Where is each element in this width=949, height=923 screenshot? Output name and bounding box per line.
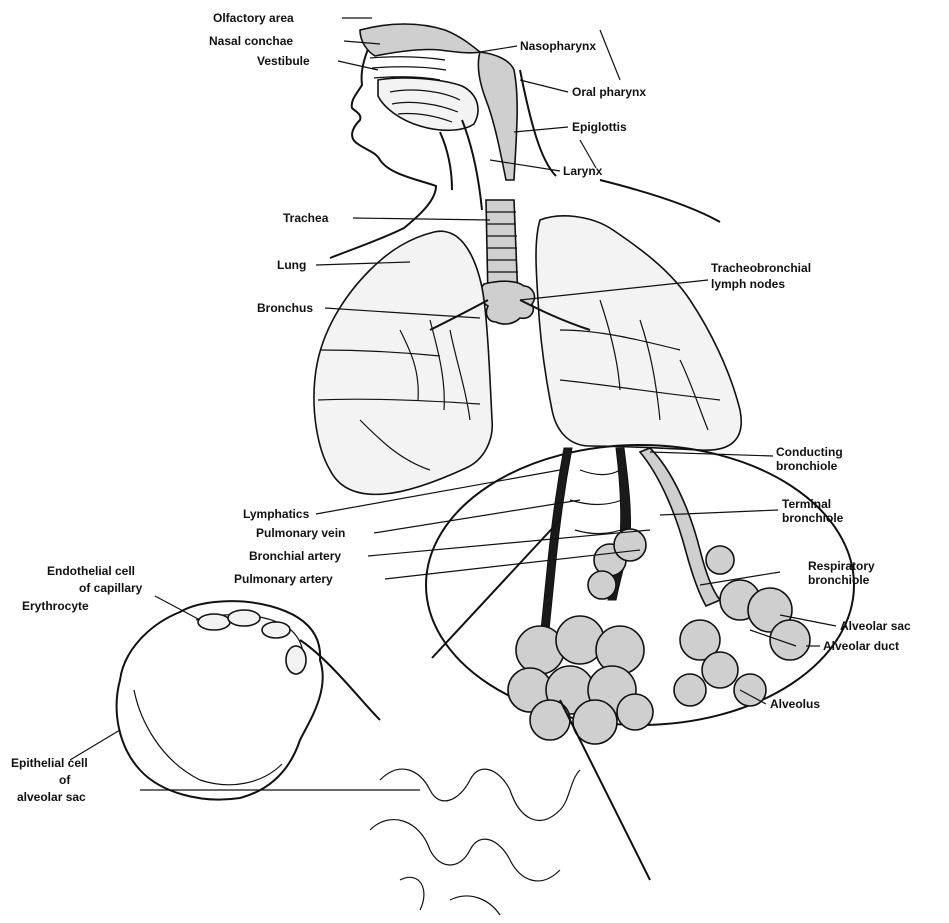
label-vestibule: Vestibule [257, 54, 310, 68]
label-alveolar-duct: Alveolar duct [823, 639, 899, 653]
label-tracheobronchial-2: lymph nodes [711, 277, 785, 291]
label-bronchial-artery: Bronchial artery [249, 549, 341, 563]
label-lymphatics: Lymphatics [243, 507, 310, 521]
label-erythrocyte: Erythrocyte [22, 599, 89, 613]
label-epithelial-1: Epithelial cell [11, 756, 88, 770]
label-oral-pharynx: Oral pharynx [572, 85, 646, 99]
label-pulmonary-artery: Pulmonary artery [234, 572, 333, 586]
label-terminal-2: bronchiole [782, 511, 844, 525]
label-endothelial-1: Endothelial cell [47, 564, 135, 578]
label-respiratory-2: bronchiole [808, 573, 870, 587]
label-tracheobronchial-1: Tracheobronchial [711, 261, 811, 275]
label-pulmonary-vein: Pulmonary vein [256, 526, 345, 540]
label-nasal-conchae: Nasal conchae [209, 34, 293, 48]
label-lung: Lung [277, 258, 306, 272]
label-epithelial-2: of [59, 773, 71, 787]
label-epiglottis: Epiglottis [572, 120, 627, 134]
label-trachea: Trachea [283, 211, 329, 225]
label-respiratory-1: Respiratory [808, 559, 875, 573]
label-epithelial-3: alveolar sac [17, 790, 86, 804]
label-alveolus: Alveolus [770, 697, 820, 711]
label-nasopharynx: Nasopharynx [520, 39, 596, 53]
label-larynx: Larynx [563, 164, 603, 178]
label-bronchus: Bronchus [257, 301, 313, 315]
label-alveolar-sac: Alveolar sac [840, 619, 911, 633]
label-terminal-1: Terminal [782, 497, 831, 511]
label-endothelial-2: of capillary [79, 581, 143, 595]
label-conducting-1: Conducting [776, 445, 843, 459]
label-conducting-2: bronchiole [776, 459, 838, 473]
label-olfactory-area: Olfactory area [213, 11, 294, 25]
